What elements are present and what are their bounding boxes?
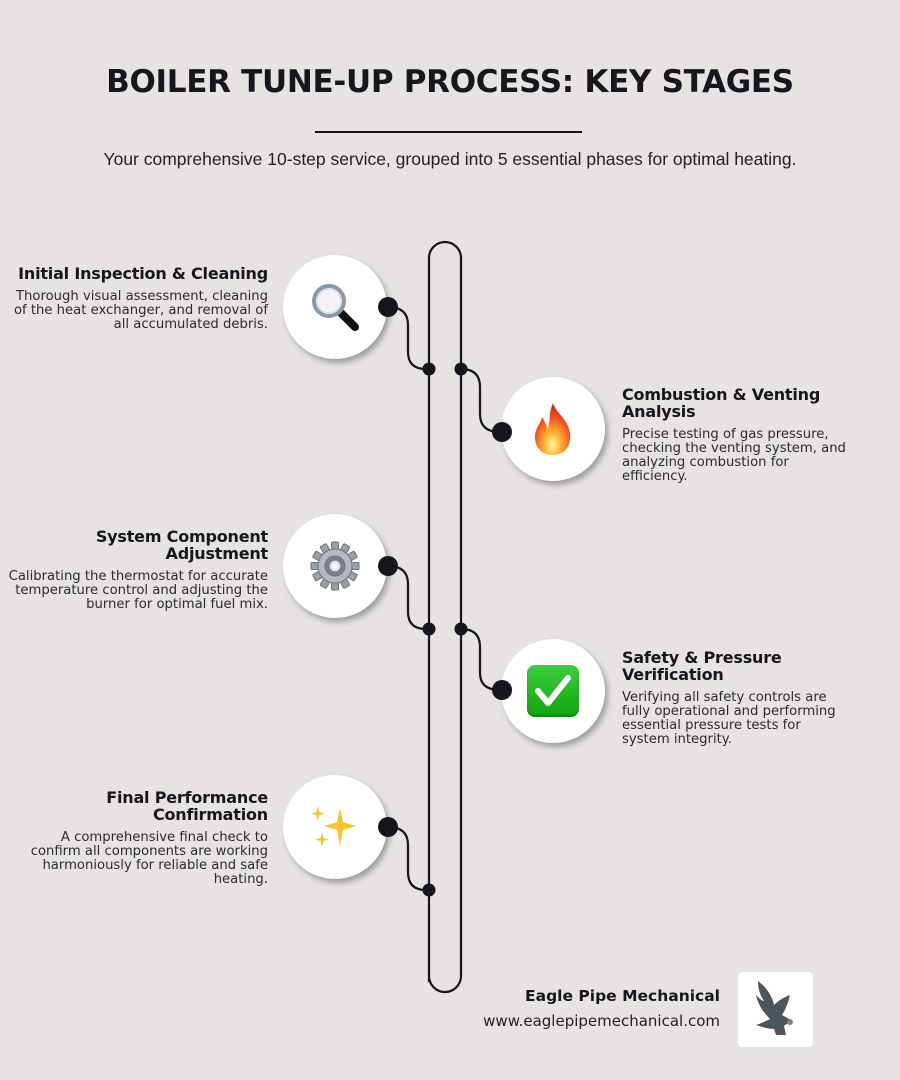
stage-4-title: Safety & Pressure Verification xyxy=(622,648,782,684)
stage-2-icon-circle xyxy=(501,377,605,481)
stage-2-text: Combustion & Venting Analysis Precise te… xyxy=(622,386,847,484)
stage-4-icon-circle xyxy=(501,639,605,743)
page-title: BOILER TUNE-UP PROCESS: KEY STAGES xyxy=(106,64,794,100)
stage-1-description: Thorough visual assessment, cleaning of … xyxy=(13,289,268,332)
company-name: Eagle Pipe Mechanical xyxy=(525,987,720,1005)
stage-3-node xyxy=(378,556,398,576)
stage-3-description: Calibrating the thermostat for accurate … xyxy=(8,569,268,612)
stage-1-node xyxy=(378,297,398,317)
page-subtitle: Your comprehensive 10-step service, grou… xyxy=(103,149,797,169)
eagle-logo-icon xyxy=(755,980,793,1035)
company-url[interactable]: www.eaglepipemechanical.com xyxy=(483,1012,720,1030)
stage-3-icon-circle xyxy=(283,514,387,618)
fire-icon xyxy=(534,403,571,455)
stage-3-text: System Component Adjustment Calibrating … xyxy=(8,527,269,612)
stage-3-title: System Component Adjustment xyxy=(95,527,268,563)
stage-5-text: Final Performance Confirmation A compreh… xyxy=(8,788,269,887)
stage-5-node xyxy=(378,817,398,837)
stage-2-node xyxy=(492,422,512,442)
stage-5-title: Final Performance Confirmation xyxy=(106,788,268,824)
stage-1-title: Initial Inspection & Cleaning xyxy=(18,264,268,283)
sparkles-icon xyxy=(311,806,356,847)
stage-2-title: Combustion & Venting Analysis xyxy=(622,385,821,421)
check-mark-icon xyxy=(527,665,579,717)
stage-4-description: Verifying all safety controls are fully … xyxy=(622,690,836,747)
stage-4-node xyxy=(492,680,512,700)
stage-1-icon-circle xyxy=(283,255,387,359)
magnifying-glass-icon xyxy=(312,284,359,331)
stage-5-description: A comprehensive final check to confirm a… xyxy=(30,830,268,887)
gear-icon xyxy=(310,541,360,591)
stage-5-icon-circle xyxy=(283,775,387,879)
company-logo xyxy=(738,972,813,1047)
stage-4-text: Safety & Pressure Verification Verifying… xyxy=(622,649,847,747)
title-divider xyxy=(315,131,582,133)
stage-2-description: Precise testing of gas pressure, checkin… xyxy=(622,427,846,484)
stage-1-text: Initial Inspection & Cleaning Thorough v… xyxy=(8,265,268,332)
